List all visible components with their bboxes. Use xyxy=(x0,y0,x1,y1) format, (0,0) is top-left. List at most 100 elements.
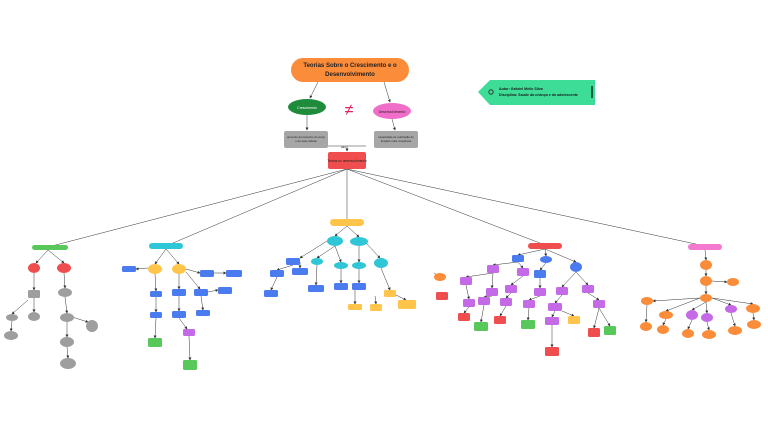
branch-node[interactable] xyxy=(534,270,546,278)
branch-node[interactable] xyxy=(521,320,535,329)
branch-node[interactable] xyxy=(657,325,669,334)
branch-node[interactable] xyxy=(545,317,559,325)
branch-node[interactable] xyxy=(568,316,580,324)
branch-node[interactable] xyxy=(528,243,562,249)
branch-node[interactable] xyxy=(172,264,186,274)
branch-node[interactable] xyxy=(352,283,366,290)
branch-node[interactable] xyxy=(334,262,348,269)
branch-node[interactable] xyxy=(702,330,716,339)
branch-node[interactable] xyxy=(286,258,300,265)
branch-node[interactable] xyxy=(28,290,40,298)
branch-node[interactable] xyxy=(327,236,343,246)
branch-node[interactable] xyxy=(659,311,673,319)
branch-node[interactable] xyxy=(194,289,208,296)
branch-node[interactable] xyxy=(264,290,278,297)
branch-node[interactable] xyxy=(60,358,76,369)
branch-node[interactable] xyxy=(226,270,242,277)
branch-node[interactable] xyxy=(172,311,186,318)
branch-node[interactable] xyxy=(149,243,183,249)
branch-node[interactable] xyxy=(183,360,197,370)
branch-node[interactable] xyxy=(746,304,760,313)
branch-node[interactable] xyxy=(523,300,535,308)
branch-node[interactable] xyxy=(700,294,712,302)
branch-node[interactable] xyxy=(60,337,74,347)
desenvolvimento-node[interactable]: Desenvolvimento xyxy=(373,103,411,119)
branch-node[interactable] xyxy=(60,313,74,322)
branch-node[interactable] xyxy=(150,291,162,297)
branch-node[interactable] xyxy=(487,265,499,273)
branch-node[interactable] xyxy=(292,268,308,275)
branch-node[interactable] xyxy=(588,328,600,337)
branch-node[interactable] xyxy=(86,320,98,332)
branch-node[interactable] xyxy=(200,270,214,277)
branch-node[interactable] xyxy=(478,297,490,305)
branch-node[interactable] xyxy=(545,347,559,356)
branch-node[interactable] xyxy=(460,277,472,285)
branch-node[interactable] xyxy=(183,329,195,336)
branch-node[interactable] xyxy=(494,316,506,324)
branch-node[interactable] xyxy=(434,273,446,281)
branch-node[interactable] xyxy=(370,304,382,311)
branch-node[interactable] xyxy=(352,262,366,269)
branch-node[interactable] xyxy=(348,304,362,310)
branch-node[interactable] xyxy=(540,256,552,263)
branch-node[interactable] xyxy=(374,258,388,268)
branch-node[interactable] xyxy=(458,313,470,321)
author-tag[interactable]: Autor: Gabriel Mello Silva Disciplina: S… xyxy=(478,80,595,105)
branch-node[interactable] xyxy=(28,312,40,321)
branch-node[interactable] xyxy=(58,288,72,297)
branch-node[interactable] xyxy=(150,312,162,318)
branch-node[interactable] xyxy=(196,310,210,316)
crescimento-node[interactable]: Crescimento xyxy=(288,99,326,115)
branch-node[interactable] xyxy=(28,263,40,273)
branch-node[interactable] xyxy=(725,305,737,313)
branch-node[interactable] xyxy=(218,287,232,294)
desenvolvimento-desc-box[interactable]: capacidade de realização de funções mais… xyxy=(374,131,418,148)
branch-node[interactable] xyxy=(6,314,18,321)
branch-node[interactable] xyxy=(436,292,448,300)
branch-node[interactable] xyxy=(311,258,323,265)
branch-node[interactable] xyxy=(172,289,186,296)
branch-node[interactable] xyxy=(688,244,722,250)
branch-node[interactable] xyxy=(334,283,348,290)
branch-node[interactable] xyxy=(593,300,605,308)
branch-node[interactable] xyxy=(270,270,284,277)
branch-node[interactable] xyxy=(747,320,761,329)
branch-node[interactable] xyxy=(604,326,616,335)
branch-node[interactable] xyxy=(350,237,368,246)
branch-node[interactable] xyxy=(505,285,517,293)
branch-node[interactable] xyxy=(57,263,71,273)
branch-node[interactable] xyxy=(474,322,488,331)
branch-node[interactable] xyxy=(486,288,498,296)
branch-node[interactable] xyxy=(728,326,742,335)
branch-node[interactable] xyxy=(556,287,568,295)
branch-node[interactable] xyxy=(548,303,562,311)
branch-node[interactable] xyxy=(570,262,582,272)
branch-node[interactable] xyxy=(686,310,698,320)
branch-node[interactable] xyxy=(463,299,475,307)
branch-node[interactable] xyxy=(582,285,594,293)
branch-node[interactable] xyxy=(32,245,68,250)
branch-node[interactable] xyxy=(398,300,416,309)
branch-node[interactable] xyxy=(682,329,694,338)
branch-node[interactable] xyxy=(700,260,712,270)
branch-node[interactable] xyxy=(500,298,512,306)
branch-node[interactable] xyxy=(517,268,529,276)
branch-node[interactable] xyxy=(4,331,18,340)
branch-node[interactable] xyxy=(148,264,162,274)
branch-node[interactable] xyxy=(384,290,396,297)
branch-node[interactable] xyxy=(701,313,713,322)
branch-node[interactable] xyxy=(727,278,739,286)
branch-node[interactable] xyxy=(641,297,653,305)
branch-node[interactable] xyxy=(330,219,364,226)
branch-node[interactable] xyxy=(640,322,652,331)
title-node[interactable]: Teorias Sobre o Crescimento e o Desenvol… xyxy=(291,58,409,82)
branch-node[interactable] xyxy=(308,285,324,292)
branch-node[interactable] xyxy=(700,276,712,286)
central-node[interactable]: Teorias do desenvolvimento xyxy=(327,152,367,169)
branch-node[interactable] xyxy=(148,338,162,347)
branch-node[interactable] xyxy=(512,255,524,262)
branch-node[interactable] xyxy=(122,266,136,272)
branch-node[interactable] xyxy=(534,288,546,296)
crescimento-desc-box[interactable]: aumento do tamanho do corpo e de suas cé… xyxy=(284,131,328,148)
